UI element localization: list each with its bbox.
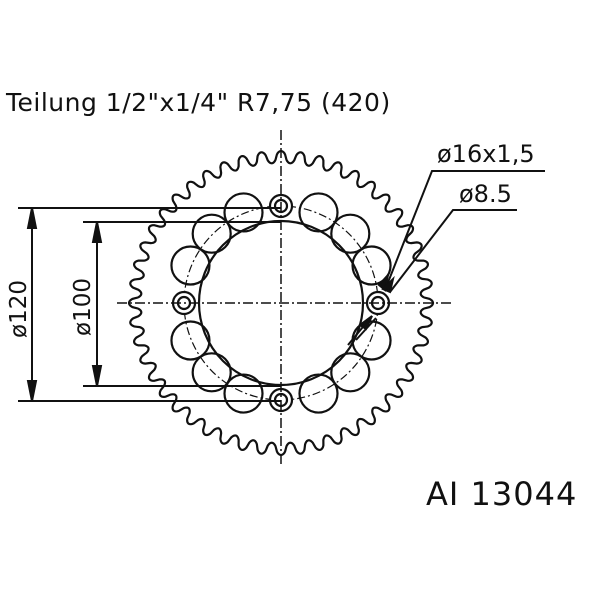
lightening-hole [330,352,371,393]
d100-arrow-bottom [91,365,103,387]
bolt-circle-dimension-label: ø120 [6,280,32,338]
part-number: AI 13044 [426,475,578,513]
centerlines [117,130,452,465]
lightening-hole [298,373,339,414]
lightening-hole [330,213,371,254]
lightening-hole [351,245,392,286]
d120-arrow-bottom [26,380,38,402]
lightening-hole [191,352,232,393]
d100-arrow-top [91,221,103,243]
center-bore-dimension-label: ø100 [70,278,96,336]
bore-leader-arrow [381,275,395,294]
thread-leader [384,170,545,291]
d120-arrow-top [26,207,38,229]
dimension-lines [18,170,545,402]
lightening-hole [170,320,211,361]
thread-leader-arrow-2 [358,315,373,331]
bore-callout-label: ø8.5 [459,180,512,208]
thread-callout-label: ø16x1,5 [437,140,535,168]
bore-leader [389,209,517,293]
lightening-hole [170,245,211,286]
pitch-spec-title: Teilung 1/2"x1/4" R7,75 (420) [6,88,391,117]
lightening-hole [298,192,339,233]
lightening-hole [223,192,264,233]
lightening-hole [351,320,392,361]
lightening-hole [191,213,232,254]
lightening-hole [223,373,264,414]
